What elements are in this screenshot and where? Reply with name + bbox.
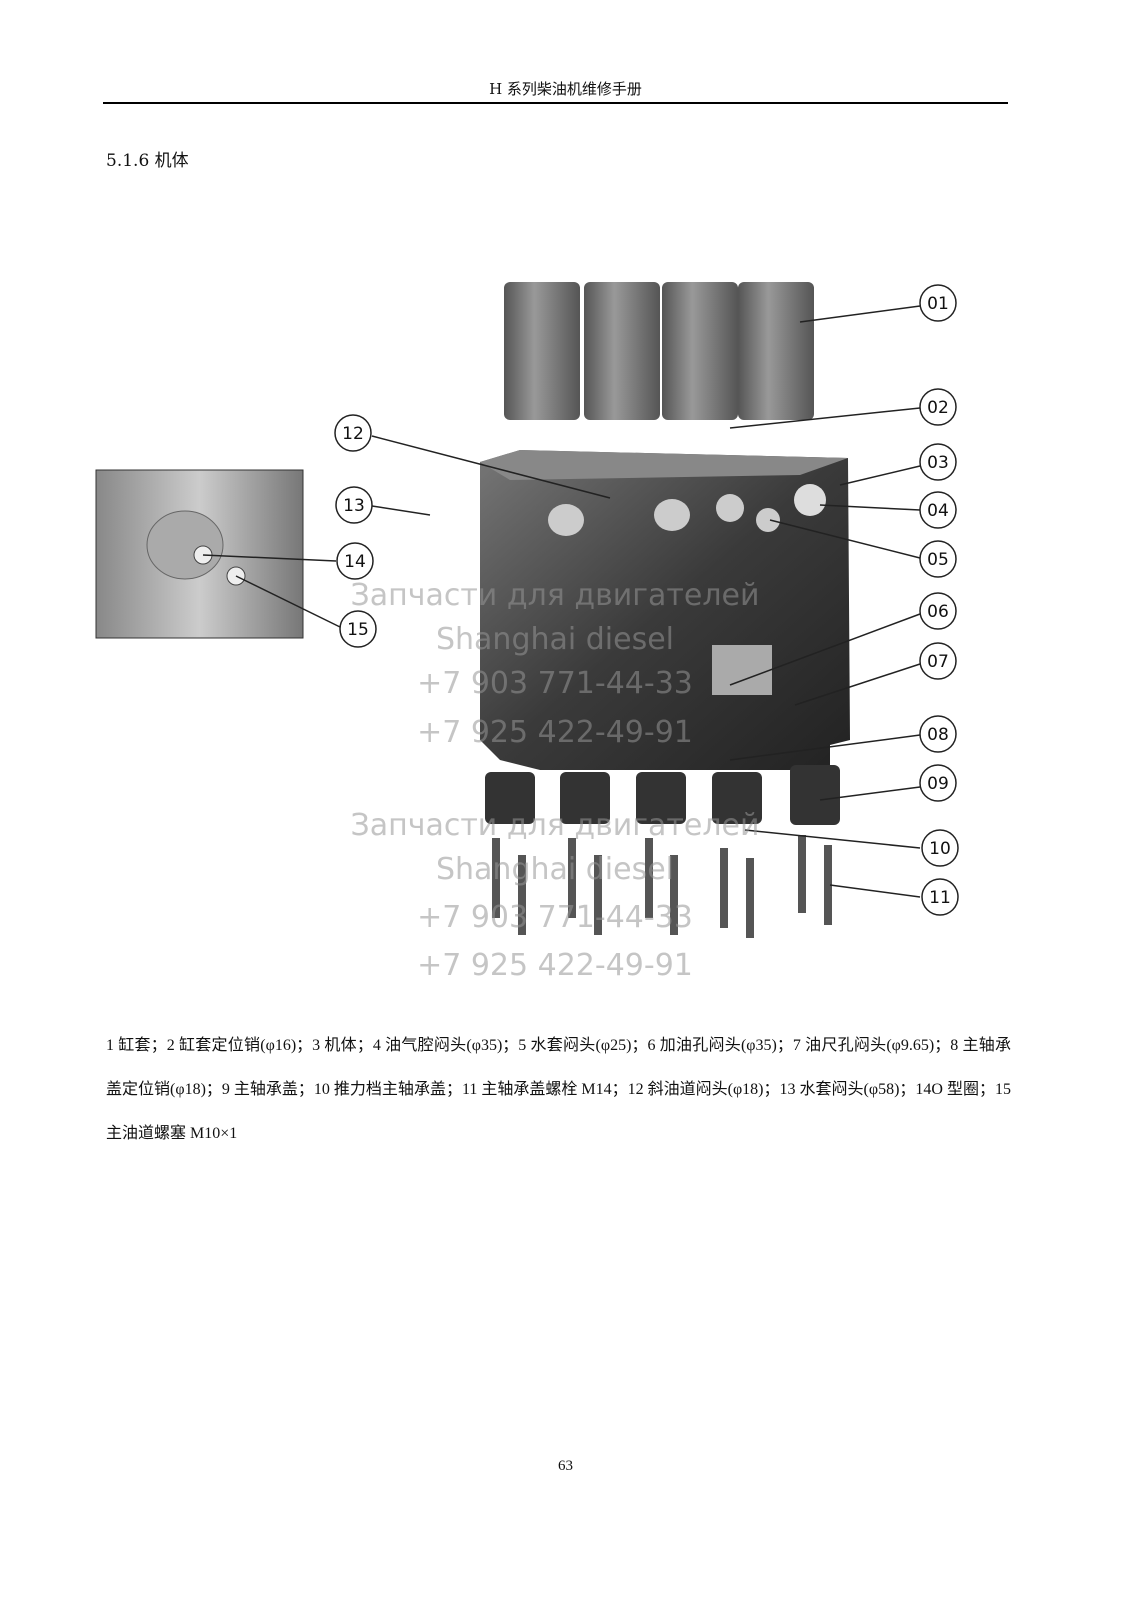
callout-03: 03	[927, 453, 949, 473]
callout-14: 14	[344, 552, 366, 572]
callout-01: 01	[927, 294, 949, 314]
callout-15: 15	[347, 620, 369, 640]
callout-08: 08	[927, 725, 949, 745]
callout-06: 06	[927, 602, 949, 622]
watermark-line: +7 925 422-49-91	[417, 715, 693, 750]
header-rule	[103, 102, 1008, 104]
leader-lines	[202, 305, 921, 898]
watermark-line: Запчасти для двигателей	[350, 578, 760, 613]
page-number: 63	[558, 1458, 573, 1474]
engine-block-exploded-diagram: 01 02 03 04 05 06 07 08 09 10 11 12 13 1…	[95, 282, 959, 938]
main-bearing-caps	[485, 765, 840, 825]
watermark-line: Shanghai diesel	[435, 852, 675, 887]
callout-circles	[334, 284, 959, 916]
watermark-line: +7 903 771-44-33	[417, 900, 693, 935]
callout-09: 09	[927, 774, 949, 794]
callout-10: 10	[929, 839, 951, 859]
watermark-line: Shanghai diesel	[435, 622, 675, 657]
callout-04: 04	[927, 501, 949, 521]
callout-12: 12	[342, 424, 364, 444]
watermark-line: +7 925 422-49-91	[417, 948, 693, 983]
section-title: 5.1.6 机体	[106, 151, 189, 171]
callout-13: 13	[343, 496, 365, 516]
callout-07: 07	[927, 652, 949, 672]
bearing-cap-bolts	[492, 835, 832, 938]
callout-11: 11	[929, 888, 951, 908]
engine-block	[480, 450, 850, 770]
watermark-line: +7 903 771-44-33	[417, 666, 693, 701]
callout-02: 02	[927, 398, 949, 418]
running-header: H 系列柴油机维修手册	[489, 80, 642, 98]
figure-caption: 1 缸套；2 缸套定位销(φ16)；3 机体；4 油气腔闷头(φ35)；5 水套…	[106, 1037, 1011, 1142]
callout-05: 05	[927, 550, 949, 570]
watermark-line: Запчасти для двигателей	[350, 808, 760, 843]
cylinder-liners	[504, 282, 814, 420]
